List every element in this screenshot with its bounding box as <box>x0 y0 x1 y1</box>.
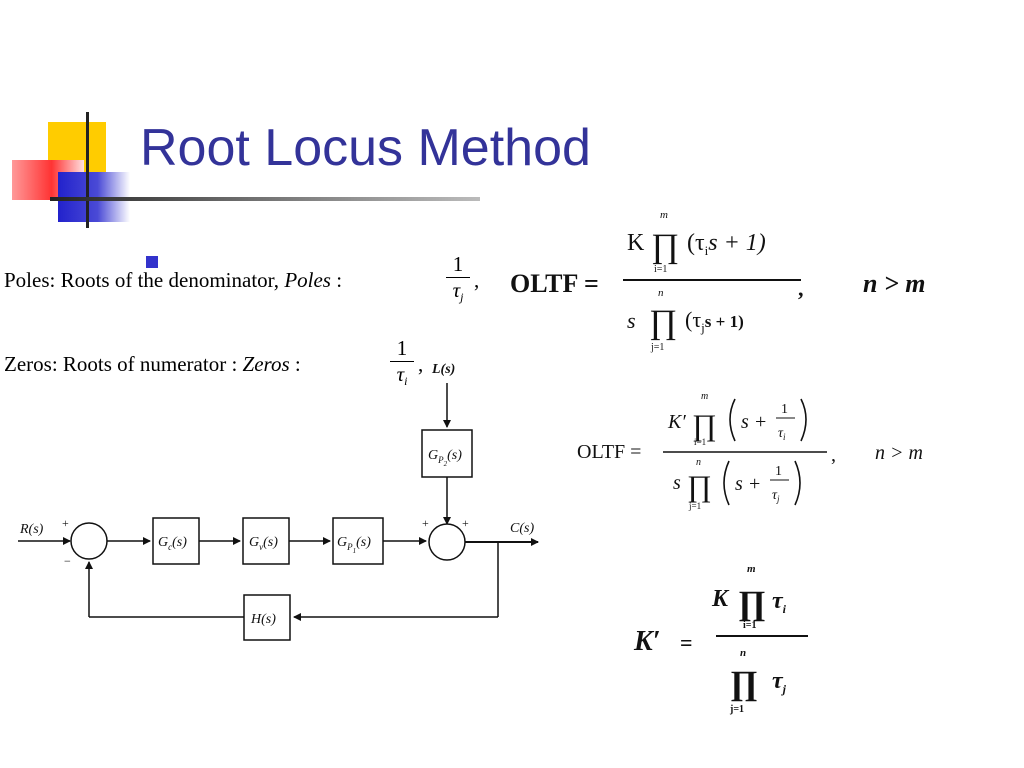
block-diagram: L(s) GP2(s) R(s) + − Gc(s) Gv(s) GP1(s) … <box>18 362 539 641</box>
summing-junction-2 <box>428 523 466 561</box>
summing-junction-1 <box>70 522 108 560</box>
eq3-k: K <box>711 586 730 612</box>
eq2-num-s: s + <box>741 411 767 433</box>
poles-comma: , <box>474 268 480 292</box>
eq1-num-factor: (τis + 1) <box>687 230 766 258</box>
eq2-den-prod-top: n <box>696 457 701 468</box>
eq2-trail: , <box>831 444 836 466</box>
sum1-plus: + <box>62 516 69 530</box>
block-gp2-label: GP2(s) <box>428 448 462 468</box>
block-gc <box>152 517 200 565</box>
zeros-prefix: Zeros: Roots of numerator : <box>4 352 243 376</box>
equation-oltf-1: OLTF = K ∏ m i=1 (τis + 1) , s ∏ n j=1 (… <box>510 209 926 353</box>
eq2-cond: n > m <box>875 442 923 464</box>
eq1-num-prod-top: m <box>660 209 668 221</box>
title-decoration-vertical-line <box>86 112 89 228</box>
eq2-den-s2: s + <box>735 473 761 495</box>
zeros-frac-bar <box>390 361 414 362</box>
signal-r-label: R(s) <box>19 522 44 537</box>
sum1-minus: − <box>64 554 71 568</box>
poles-frac-bar <box>446 277 470 278</box>
zeros-frac-sub: i <box>404 374 408 388</box>
title-underline <box>50 197 480 201</box>
eq3-den-tau: τj <box>772 668 787 696</box>
signal-l-label: L(s) <box>431 362 455 377</box>
block-gv <box>242 517 290 565</box>
poles-colon: : <box>330 268 343 292</box>
eq1-cond: n > m <box>863 269 926 298</box>
eq1-den-prod-bot: j=1 <box>650 342 664 353</box>
eq1-lhs: OLTF = <box>510 269 599 298</box>
eq2-den-tau: τj <box>772 488 780 504</box>
eq3-den-prod: ∏ <box>730 665 758 702</box>
eq3-num-prod-top: m <box>747 563 756 575</box>
eq1-den-factor: (τjs + 1) <box>685 307 744 335</box>
block-gp1-label: GP1(s) <box>337 535 371 555</box>
eq2-den-prod: ∏ <box>687 470 712 503</box>
zeros-line: Zeros: Roots of numerator : Zeros : <box>4 352 301 377</box>
eq1-num-k: K <box>627 230 645 256</box>
eq2-num-k: K′ <box>667 411 686 433</box>
eq3-num-prod-bot: i=1 <box>743 620 756 631</box>
eq2-num-one: 1 <box>781 402 788 417</box>
poles-frac-num: 1 <box>452 252 464 276</box>
block-h-label: H(s) <box>250 612 276 627</box>
eq2-num-tau: τi <box>778 426 786 442</box>
eq1-num-prod: ∏ <box>651 228 679 265</box>
bullet-icon <box>146 256 158 268</box>
poles-italic: Poles <box>284 268 331 292</box>
eq1-trail: , <box>798 276 804 301</box>
zeros-frac-den: τ <box>396 362 405 386</box>
eq2-lhs: OLTF = <box>577 441 641 463</box>
slide-title: Root Locus Method <box>140 119 591 177</box>
eq3-den-prod-top: n <box>740 647 746 659</box>
zeros-colon: : <box>289 352 301 376</box>
eq2-den-prod-bot: j=1 <box>688 501 701 511</box>
eq3-lhs: K′ <box>633 626 661 657</box>
poles-prefix: Poles: Roots of the denominator, <box>4 268 285 292</box>
eq2-num-prod-bot: i=1 <box>694 437 706 447</box>
equation-oltf-2: OLTF = K′ ∏ m i=1 s + 1 τi , s ∏ n j=1 s… <box>577 391 923 511</box>
eq2-num-prod-top: m <box>701 391 708 402</box>
poles-line: Poles: Roots of the denominator, Poles : <box>4 268 342 293</box>
block-gc-label: Gc(s) <box>158 535 187 552</box>
poles-fraction: 1 τj <box>446 252 470 305</box>
eq3-num-tau: τi <box>772 588 787 616</box>
sum2-plus-top: + <box>462 516 469 530</box>
eq3-den-prod-bot: j=1 <box>729 704 744 715</box>
zeros-frac-num: 1 <box>396 336 408 360</box>
sum2-plus-left: + <box>422 516 429 530</box>
eq1-den-s: s <box>627 308 636 333</box>
eq3-eq: = <box>680 630 693 655</box>
eq2-den-one: 1 <box>775 464 782 479</box>
eq1-den-prod-top: n <box>658 287 664 299</box>
eq2-den-s: s <box>673 472 681 494</box>
eq3-num-prod: ∏ <box>738 585 766 622</box>
poles-frac-den: τ <box>452 278 461 302</box>
zeros-fraction: 1 τi <box>390 336 414 389</box>
eq1-den-prod: ∏ <box>649 304 677 341</box>
zeros-comma: , <box>418 352 424 376</box>
block-gv-label: Gv(s) <box>249 535 278 552</box>
eq1-num-prod-bot: i=1 <box>654 264 667 275</box>
equation-k-prime: K′ = K ∏ m i=1 τi ∏ n j=1 τj <box>633 563 808 715</box>
eq2-num-prod: ∏ <box>692 409 717 442</box>
signal-c-label: C(s) <box>510 521 534 536</box>
zeros-italic: Zeros <box>242 352 290 376</box>
poles-frac-sub: j <box>460 290 464 304</box>
